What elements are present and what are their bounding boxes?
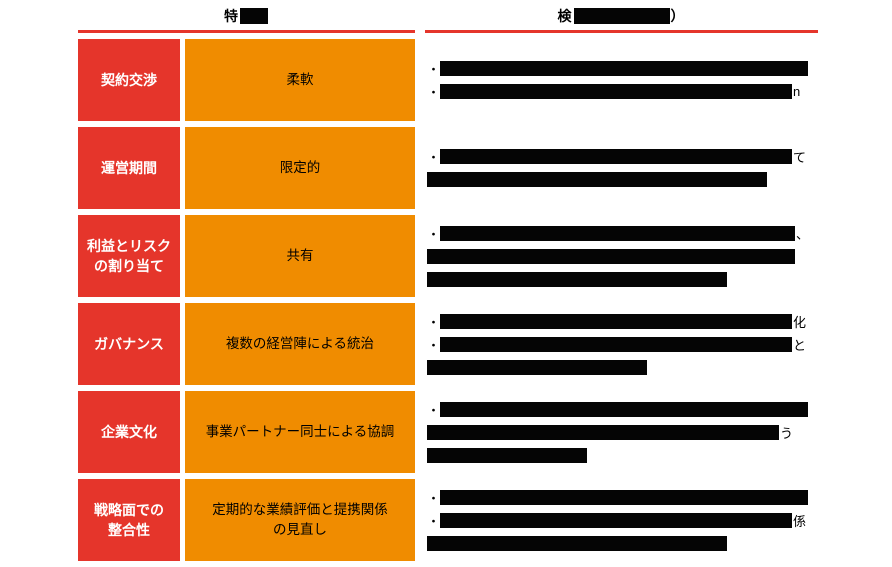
feature-header-label: 特: [78, 6, 415, 26]
note-line: ・と: [427, 335, 806, 353]
row-label: 戦略面での 整合性: [78, 479, 180, 561]
redacted-text-bar: [440, 61, 808, 76]
row-label: ガバナンス: [78, 303, 180, 385]
notes-header-redaction: [573, 8, 670, 24]
note-line: [427, 446, 587, 464]
row-feature: 複数の経営陣による統治: [185, 303, 415, 385]
table-header-row: 特 検 ）: [78, 6, 818, 33]
notes-header-text-fragment: 検: [557, 8, 573, 24]
note-line: [427, 171, 767, 189]
notes-column-header: 検 ）: [425, 6, 818, 33]
row-notes: ・、: [425, 215, 818, 297]
redacted-text-bar: [440, 336, 792, 352]
table-row: 戦略面での 整合性 定期的な業績評価と提携関係 の見直し ・・係: [78, 479, 818, 561]
row-feature: 柔軟: [185, 39, 415, 121]
visible-text-fragment: 、: [796, 226, 810, 242]
notes-header-underline: [425, 30, 818, 33]
bullet-marker: ・: [427, 62, 441, 77]
note-line: ・、: [427, 224, 809, 242]
redacted-text-bar: [427, 172, 767, 187]
feature-column-header: 特: [78, 6, 415, 33]
row-label: 利益とリスク の割り当て: [78, 215, 180, 297]
table-body: 契約交渉 柔軟 ・・n 運営期間 限定的 ・て 利益とリスク の割り当て 共有 …: [78, 39, 818, 567]
redacted-text-bar: [440, 489, 808, 505]
redacted-text-bar: [440, 84, 792, 99]
table-row: ガバナンス 複数の経営陣による統治 ・化・と: [78, 303, 818, 385]
redacted-text-bar: [440, 225, 795, 241]
visible-text-fragment: 係: [793, 513, 807, 529]
row-notes: ・・係: [425, 479, 818, 561]
note-line: [427, 534, 727, 552]
bullet-marker: ・: [427, 150, 441, 165]
row-label: 契約交渉: [78, 39, 180, 121]
redacted-text-bar: [440, 313, 792, 329]
feature-header-underline: [78, 30, 415, 33]
bullet-marker: ・: [427, 402, 441, 418]
notes-header-suffix-fragment: ）: [670, 8, 686, 24]
table-row: 運営期間 限定的 ・て: [78, 127, 818, 209]
note-line: [427, 270, 727, 288]
row-label: 企業文化: [78, 391, 180, 473]
note-line: ・係: [427, 511, 806, 529]
note-line: う: [427, 423, 793, 441]
row-feature: 共有: [185, 215, 415, 297]
redacted-text-bar: [427, 271, 727, 287]
row-notes: ・う: [425, 391, 818, 473]
redacted-text-bar: [440, 149, 792, 164]
note-line: ・: [427, 60, 808, 78]
note-line: ・n: [427, 83, 800, 101]
bullet-marker: ・: [427, 226, 441, 242]
row-notes: ・・n: [425, 39, 818, 121]
bullet-marker: ・: [427, 490, 441, 506]
table-row: 企業文化 事業パートナー同士による協調 ・う: [78, 391, 818, 473]
note-line: ・化: [427, 312, 806, 330]
visible-text-fragment: n: [793, 84, 801, 99]
feature-header-redaction: [240, 8, 268, 24]
redacted-text-bar: [427, 535, 727, 551]
note-line: ・て: [427, 148, 806, 166]
redacted-text-bar: [427, 424, 779, 440]
visible-text-fragment: て: [793, 150, 807, 165]
redacted-text-bar: [427, 359, 647, 375]
redacted-text-bar: [427, 248, 795, 264]
row-notes: ・て: [425, 127, 818, 209]
visible-text-fragment: と: [793, 337, 807, 353]
redacted-text-bar: [427, 447, 587, 463]
bullet-marker: ・: [427, 513, 441, 529]
note-line: [427, 358, 647, 376]
bullet-marker: ・: [427, 337, 441, 353]
table-row: 契約交渉 柔軟 ・・n: [78, 39, 818, 121]
bullet-marker: ・: [427, 314, 441, 330]
redacted-text-bar: [440, 512, 792, 528]
row-feature: 事業パートナー同士による協調: [185, 391, 415, 473]
bullet-marker: ・: [427, 85, 441, 100]
note-line: ・: [427, 400, 808, 418]
visible-text-fragment: 化: [793, 314, 807, 330]
note-line: [427, 247, 795, 265]
table-row: 利益とリスク の割り当て 共有 ・、: [78, 215, 818, 297]
visible-text-fragment: う: [780, 425, 794, 441]
row-feature: 限定的: [185, 127, 415, 209]
row-feature: 定期的な業績評価と提携関係 の見直し: [185, 479, 415, 561]
redacted-text-bar: [440, 401, 808, 417]
notes-header-label: 検 ）: [425, 6, 818, 26]
row-notes: ・化・と: [425, 303, 818, 385]
note-line: ・: [427, 488, 808, 506]
row-label: 運営期間: [78, 127, 180, 209]
feature-header-text-fragment: 特: [224, 8, 239, 24]
